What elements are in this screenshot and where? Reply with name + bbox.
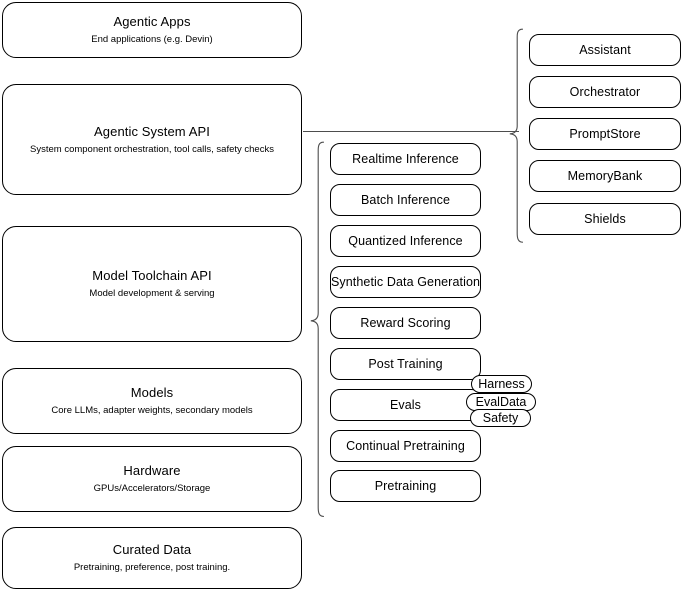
component-box-continual-pretraining[interactable]: Continual Pretraining (330, 430, 481, 462)
layer-title: Hardware (123, 463, 181, 478)
component-label: Evals (389, 397, 422, 412)
component-label: Realtime Inference (352, 151, 459, 166)
layer-title: Model Toolchain API (92, 268, 212, 283)
component-label: Post Training (368, 356, 443, 371)
layer-subtitle: System component orchestration, tool cal… (30, 143, 274, 155)
component-box-evals[interactable]: Evals (330, 389, 481, 421)
component-label: PromptStore (569, 126, 641, 141)
connector-agentic-system-to-components (303, 131, 519, 132)
layer-box-curated-data[interactable]: Curated Data Pretraining, preference, po… (2, 527, 302, 589)
evals-tag-harness[interactable]: Harness (471, 375, 532, 393)
evals-tag-safety[interactable]: Safety (470, 409, 531, 427)
component-label: Shields (584, 211, 626, 226)
component-box-pretraining[interactable]: Pretraining (330, 470, 481, 502)
layer-box-hardware[interactable]: Hardware GPUs/Accelerators/Storage (2, 446, 302, 512)
layer-subtitle: End applications (e.g. Devin) (91, 34, 213, 45)
layer-box-models[interactable]: Models Core LLMs, adapter weights, secon… (2, 368, 302, 434)
component-box-memorybank[interactable]: MemoryBank (529, 160, 681, 192)
layer-subtitle: Pretraining, preference, post training. (73, 562, 231, 573)
component-box-synthetic-data-generation[interactable]: Synthetic Data Generation (330, 266, 481, 298)
layer-box-model-toolchain-api[interactable]: Model Toolchain API Model development & … (2, 226, 302, 342)
component-label: Continual Pretraining (346, 438, 465, 453)
component-box-assistant[interactable]: Assistant (529, 34, 681, 66)
component-box-quantized-inference[interactable]: Quantized Inference (330, 225, 481, 257)
layer-subtitle: Core LLMs, adapter weights, secondary mo… (51, 405, 253, 416)
component-label: Reward Scoring (360, 315, 451, 330)
component-box-shields[interactable]: Shields (529, 203, 681, 235)
component-box-orchestrator[interactable]: Orchestrator (529, 76, 681, 108)
layer-subtitle: GPUs/Accelerators/Storage (93, 483, 211, 494)
component-label: Orchestrator (569, 84, 641, 99)
component-box-batch-inference[interactable]: Batch Inference (330, 184, 481, 216)
component-label: Assistant (579, 42, 631, 57)
layer-title: Agentic System API (94, 123, 210, 139)
component-box-promptstore[interactable]: PromptStore (529, 118, 681, 150)
component-label: MemoryBank (567, 168, 643, 183)
component-box-post-training[interactable]: Post Training (330, 348, 481, 380)
component-label: Synthetic Data Generation (330, 274, 481, 289)
component-label: Pretraining (374, 478, 437, 493)
brace-toolchain-components (310, 141, 325, 518)
brace-agentic-components (509, 28, 524, 244)
layer-box-agentic-system-api[interactable]: Agentic System API System component orch… (2, 84, 302, 195)
component-box-realtime-inference[interactable]: Realtime Inference (330, 143, 481, 175)
layer-subtitle: Model development & serving (89, 288, 215, 299)
layer-box-agentic-apps[interactable]: Agentic Apps End applications (e.g. Devi… (2, 2, 302, 58)
component-label: Quantized Inference (348, 233, 463, 248)
layer-title: Models (130, 385, 174, 400)
component-label: Batch Inference (360, 192, 451, 207)
layer-title: Agentic Apps (113, 14, 191, 29)
component-box-reward-scoring[interactable]: Reward Scoring (330, 307, 481, 339)
layer-title: Curated Data (112, 542, 192, 557)
